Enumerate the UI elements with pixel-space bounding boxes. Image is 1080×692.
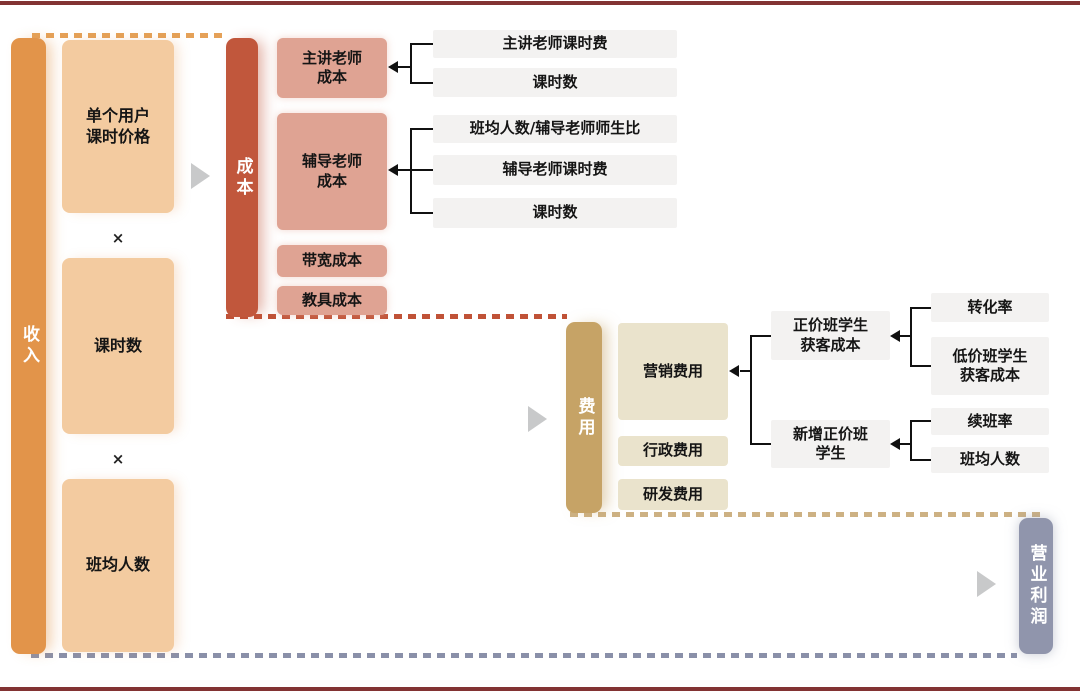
cac-driver-conversion-rate: 转化率 xyxy=(931,293,1049,322)
dashed-line-profit-bottom xyxy=(31,653,1017,658)
cost-item-bandwidth: 带宽成本 xyxy=(277,245,387,277)
marketing-driver-regular-cac: 正价班学生 获客成本 xyxy=(771,311,890,360)
revenue-factor-price-per-lesson: 单个用户 课时价格 xyxy=(62,40,174,213)
driver-tutor-fee: 辅导老师课时费 xyxy=(433,155,677,185)
expense-bar: 费用 xyxy=(566,322,602,513)
revenue-bar: 收入 xyxy=(11,38,46,654)
multiply-icon: × xyxy=(111,229,125,247)
connector-main-teacher-cost xyxy=(398,43,433,84)
arrowhead-icon xyxy=(890,330,900,342)
marketing-driver-new-students: 新增正价班 学生 xyxy=(771,420,890,468)
cac-driver-low-price-cac: 低价班学生 获客成本 xyxy=(931,337,1049,395)
arrowhead-icon xyxy=(388,164,398,176)
driver-lesson-count: 课时数 xyxy=(433,198,677,228)
arrowhead-icon xyxy=(890,438,900,450)
expense-item-rnd: 研发费用 xyxy=(618,479,728,510)
bottom-rule xyxy=(0,687,1080,691)
expense-item-marketing: 营销费用 xyxy=(618,323,728,420)
new-student-driver-renewal-rate: 续班率 xyxy=(931,408,1049,435)
dashed-line-expense-to-profit xyxy=(570,512,1046,517)
dashed-line-revenue-to-cost xyxy=(32,33,226,38)
arrowhead-icon xyxy=(729,365,739,377)
connector-new-students xyxy=(900,420,931,461)
flow-arrow-icon xyxy=(191,163,210,189)
expense-item-admin: 行政费用 xyxy=(618,436,728,466)
connector-regular-cac xyxy=(900,307,931,367)
driver-main-teacher-fee: 主讲老师课时费 xyxy=(433,30,677,58)
multiply-icon: × xyxy=(111,450,125,468)
connector-tutor-cost xyxy=(398,128,433,214)
top-rule xyxy=(0,1,1080,5)
flow-arrow-icon xyxy=(977,571,996,597)
cost-bar: 成本 xyxy=(226,38,258,317)
new-student-driver-class-size: 班均人数 xyxy=(931,447,1049,473)
cost-item-tutor: 辅导老师 成本 xyxy=(277,113,387,230)
flow-arrow-icon xyxy=(528,406,547,432)
profit-bar: 营业利润 xyxy=(1019,518,1053,654)
cost-item-materials: 教具成本 xyxy=(277,286,387,315)
driver-class-size-ratio: 班均人数/辅导老师师生比 xyxy=(433,115,677,143)
driver-lesson-count: 课时数 xyxy=(433,68,677,97)
revenue-factor-class-size: 班均人数 xyxy=(62,479,174,652)
connector-marketing-expense xyxy=(740,335,771,445)
revenue-factor-lesson-count: 课时数 xyxy=(62,258,174,434)
dashed-line-cost-to-expense xyxy=(226,314,567,319)
arrowhead-icon xyxy=(388,61,398,73)
cost-item-main-teacher: 主讲老师 成本 xyxy=(277,38,387,98)
